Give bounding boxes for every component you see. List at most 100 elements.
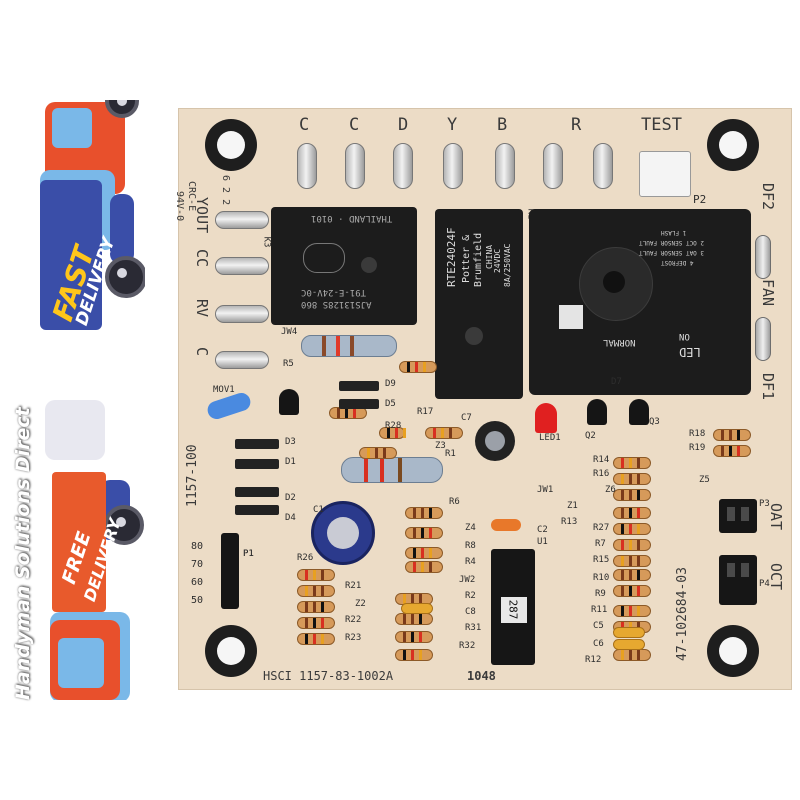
component-ref-d4: D4 <box>285 513 296 523</box>
component-ref-d1: D1 <box>285 457 296 467</box>
temp-50: 50 <box>191 595 204 606</box>
diode-d3 <box>235 439 279 449</box>
resistor <box>288 569 344 581</box>
defrost-control-board: C C D Y B R TEST P2 94V-0 CRC-E 6 2 2 YO… <box>174 108 792 690</box>
resistor <box>604 569 660 581</box>
component-ref-r1: R1 <box>445 449 456 459</box>
relay-k1: RTE24024F Potter & Brumfield CHINA 24VDC… <box>435 209 523 399</box>
board-serial: HSCI 1157-83-1002A <box>263 669 394 683</box>
resistor <box>604 605 660 617</box>
resistor <box>604 555 660 567</box>
relay-k3-line2: T91-E-24V-0C <box>301 287 367 297</box>
resistor <box>604 473 660 485</box>
resistor <box>604 457 660 469</box>
ic-u1-label <box>501 597 527 623</box>
relay-k3-line1: THAILAND · 0101 <box>311 213 393 223</box>
resistor <box>604 523 660 535</box>
brand-side-text: Handyman Solutions Direct <box>12 407 34 700</box>
component-ref-r17: R17 <box>417 407 434 417</box>
mounting-hole-top-left <box>205 119 257 171</box>
ceramic-capacitor <box>401 603 433 614</box>
spade-terminal-c2 <box>345 143 365 189</box>
module-label-square <box>559 305 583 329</box>
header-p3-oat <box>719 499 757 533</box>
component-ref-r27: R27 <box>593 523 610 533</box>
diode-bridge <box>235 435 279 515</box>
terminal-label-d: D <box>398 115 409 135</box>
control-module: 1 FLASH 2 OCT SENSOR FAULT 3 OAT SENSOR … <box>529 209 751 395</box>
terminal-label-yout: YOUT <box>193 197 211 234</box>
relay-k1-rating: 8A/250VAC <box>503 243 512 287</box>
component-ref-d3: D3 <box>285 437 296 447</box>
terminal-label-fan: FAN <box>759 279 777 307</box>
relay-k3-ref: K3 <box>261 236 272 248</box>
temp-60: 60 <box>191 577 204 588</box>
component-ref-z1: Z1 <box>567 501 578 511</box>
component-ref-r22: R22 <box>345 615 362 625</box>
terminal-label-b: B <box>497 115 508 135</box>
component-ref-p4: P4 <box>759 579 770 589</box>
mid-truck-body <box>45 400 105 460</box>
resistor <box>288 585 344 597</box>
module-led-label: LED <box>679 345 701 359</box>
terminal-label-cc: CC <box>193 249 211 268</box>
resistor <box>704 429 760 441</box>
component-ref-r10: R10 <box>593 573 610 583</box>
spade-terminal-r2 <box>593 143 613 189</box>
component-ref-r2: R2 <box>465 591 476 601</box>
component-ref-z2: Z2 <box>355 599 366 609</box>
resistor <box>350 447 406 459</box>
temp-80: 80 <box>191 541 204 552</box>
spade-terminal-c <box>215 351 269 369</box>
diode-d5 <box>339 399 379 409</box>
component-ref-r13: R13 <box>561 517 578 527</box>
rating-mark: 94V-0 <box>174 191 185 222</box>
component-ref-d7: D7 <box>611 377 622 387</box>
spade-terminal-cc <box>215 257 269 275</box>
spade-terminal-c1 <box>297 143 317 189</box>
resistor-large-1 <box>292 335 406 357</box>
delivery-banner: FAST DELIVERY FREE DELIVERY <box>0 100 145 700</box>
component-ref-r7: R7 <box>595 539 606 549</box>
resistor-large-2 <box>332 457 452 483</box>
component-ref-r11: R11 <box>591 605 608 615</box>
resistor <box>396 527 452 539</box>
component-ref-c6: C6 <box>593 639 604 649</box>
mid-truck-wheel <box>104 505 144 545</box>
ic-chip-number: 287 <box>506 599 520 620</box>
component-ref-c7: C7 <box>461 413 472 423</box>
component-ref-r9: R9 <box>595 589 606 599</box>
spade-terminal-df2 <box>755 235 771 279</box>
component-ref-r8: R8 <box>465 541 476 551</box>
resistor <box>386 613 442 625</box>
test-connector <box>639 151 691 197</box>
spade-terminal-df1 <box>755 317 771 361</box>
header-p4-oct <box>719 555 757 605</box>
relay-k1-coil: 24VDC <box>493 248 502 273</box>
component-ref-z6: Z6 <box>605 485 616 495</box>
p1-jumper <box>221 533 239 609</box>
resistor <box>288 617 344 629</box>
diode-d2 <box>235 487 279 497</box>
component-ref-r12: R12 <box>585 655 602 665</box>
component-ref-jw2: JW2 <box>459 575 476 585</box>
ceramic-capacitor <box>613 639 645 650</box>
terminal-label-c1: C <box>299 115 310 135</box>
terminal-label-df1: DF1 <box>759 373 777 401</box>
relay-k3: THAILAND · 0101 T91-E-24V-0C AJS13128S 8… <box>271 207 417 325</box>
capacitor-c7-top <box>485 431 505 451</box>
free-delivery-badge <box>52 472 106 612</box>
spade-terminal-rv <box>215 305 269 323</box>
bottom-truck-window <box>58 638 104 688</box>
terminal-label-rv: RV <box>193 299 211 318</box>
led1 <box>535 403 557 433</box>
diode-d4 <box>235 505 279 515</box>
relay-k3-dot <box>361 257 377 273</box>
top-truck-rear <box>110 194 134 264</box>
component-ref-c5: C5 <box>593 621 604 631</box>
transistor-q3 <box>629 399 649 425</box>
component-ref-q2: Q2 <box>585 431 596 441</box>
component-ref-r15: R15 <box>593 555 610 565</box>
resistor <box>704 445 760 457</box>
relay-k1-maker1: Potter & <box>461 234 472 283</box>
